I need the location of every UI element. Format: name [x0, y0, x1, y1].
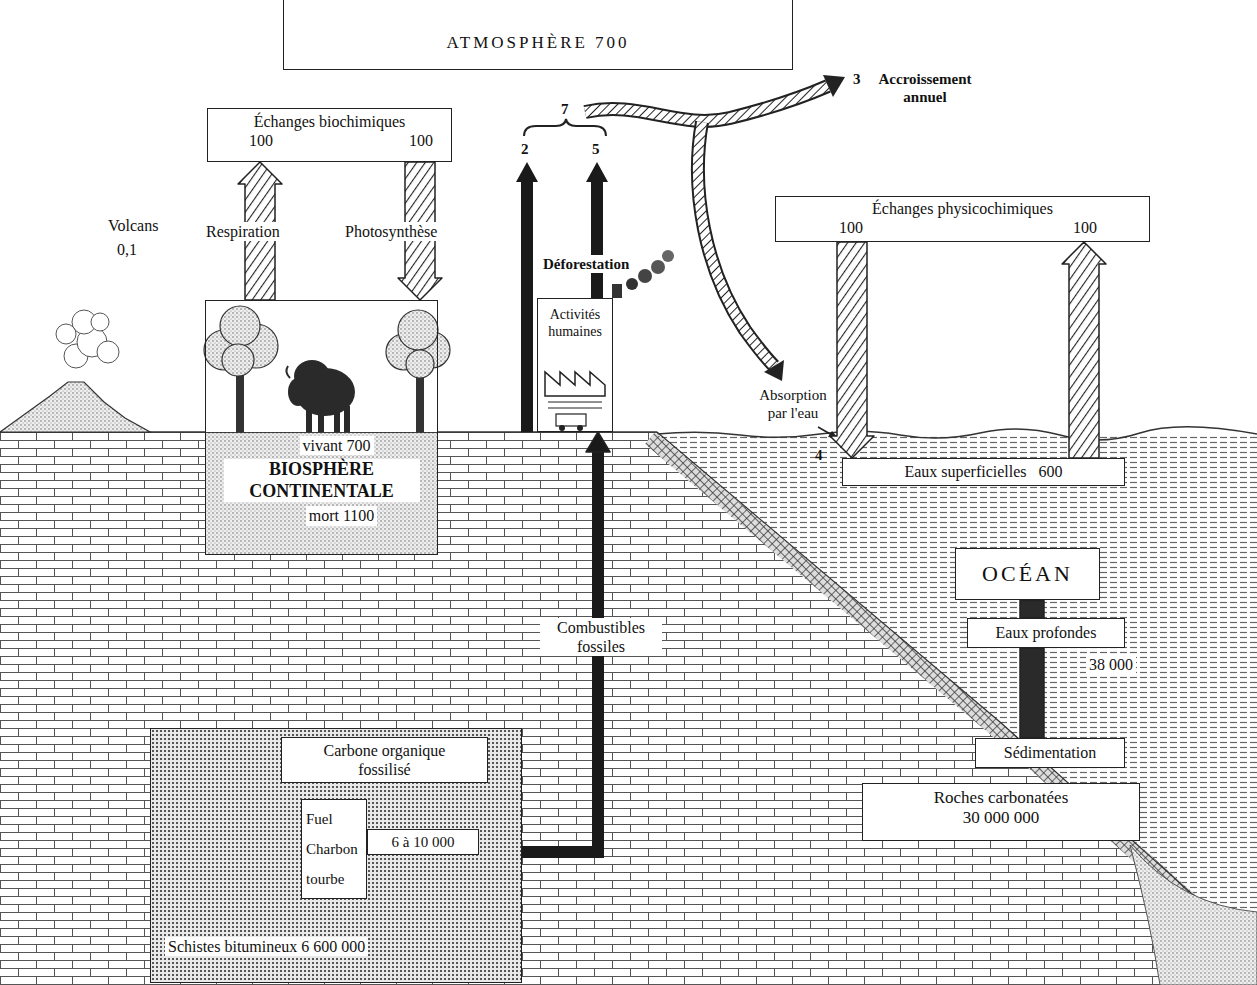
arrow-shape: [1020, 600, 1044, 618]
fossil-reservoir: Schistes bitumineux 6 600 000 Carbone org…: [150, 728, 522, 983]
atmosphere-box: ATMOSPHÈRE 700: [283, 0, 793, 70]
text-row: BIOSPHÈRE CONTINENTALE: [214, 459, 429, 502]
biosphere-soil: [206, 433, 437, 554]
water-surface: [657, 427, 1257, 440]
node-text: BIOSPHÈRE CONTINENTALE: [224, 459, 420, 502]
edge-label: Respiration: [203, 222, 283, 241]
node-text: 100: [409, 131, 433, 150]
text-row: Roches carbonatées: [867, 788, 1135, 808]
edge-label: Photosynthèse: [342, 222, 440, 241]
text-row: 100 100: [780, 218, 1145, 237]
text-row: Eaux superficielles 600: [849, 462, 1118, 481]
text-row: 100 100: [212, 131, 447, 150]
absorption-band: [698, 122, 784, 381]
node-text: Échanges physicochimiques: [872, 199, 1053, 218]
tree: [386, 310, 450, 432]
node-text: 100: [249, 131, 273, 150]
exchange-box: Échanges biochimiques100 100: [207, 108, 452, 162]
node-text: mort 1100: [306, 506, 378, 525]
flux-label: Déforestation: [540, 255, 632, 273]
node-text: Carbone organique fossilisé: [310, 741, 460, 779]
text-row: Eaux profondes: [972, 623, 1120, 642]
fuel-box: Fuel Charbon tourbe: [301, 799, 367, 899]
node-text: Eaux profondes: [996, 623, 1097, 642]
node-text: vivant 700: [300, 436, 374, 455]
text-row: Fuel Charbon tourbe: [306, 804, 362, 894]
node-text: 38 000: [1086, 655, 1136, 674]
text-row: Sédimentation: [980, 743, 1120, 762]
process-box: Sédimentation: [975, 738, 1125, 768]
emission-arrow: [586, 162, 608, 298]
reservoir-box: Eaux superficielles 600: [842, 458, 1125, 486]
annual-increase-band: [585, 75, 845, 121]
arrow-shape: [830, 242, 874, 458]
reservoir-box: Roches carbonatées30 000 000: [862, 783, 1140, 841]
node-text: 6 à 10 000: [392, 833, 455, 851]
sediment-wedge: [1130, 845, 1257, 985]
deforestation-arrow: [516, 162, 538, 432]
value-label: 0,1: [117, 240, 137, 259]
text-row: Carbone organique fossilisé: [290, 741, 479, 779]
text-row: 30 000 000: [867, 808, 1135, 828]
biosphere-sky: [206, 301, 437, 432]
tree: [204, 306, 278, 432]
text-row: vivant 700: [214, 436, 429, 455]
arrow-shape: [1062, 242, 1106, 458]
factory-box: Activités humaines: [537, 298, 613, 432]
node-text: Sédimentation: [1004, 743, 1096, 762]
node-text: Fuel Charbon tourbe: [306, 804, 362, 894]
reservoir-box: Eaux profondes38 000: [967, 618, 1125, 648]
flux-label: Absorption par l'eau: [752, 386, 834, 422]
exchange-box: Échanges physicochimiques 100 100: [775, 196, 1150, 242]
flux-bar: [1020, 648, 1044, 738]
text-row: 6 à 10 000: [371, 833, 475, 851]
reservoir-box: OCÉAN: [955, 548, 1100, 600]
callout-number: 7: [561, 100, 569, 118]
slope-line: [657, 432, 1257, 952]
limestone-ground: [0, 432, 1257, 985]
bison: [286, 360, 355, 432]
node-text: Eaux superficielles: [904, 462, 1026, 481]
bracket: [524, 119, 606, 136]
callout-number: 5: [592, 140, 600, 158]
flux-bar: [1020, 600, 1044, 618]
callout-number: 3: [853, 70, 861, 88]
text-row: OCÉAN: [960, 561, 1095, 587]
node-text: ATMOSPHÈRE 700: [446, 33, 629, 53]
title-box: Carbone organique fossilisé: [281, 737, 488, 783]
node-text: 30 000 000: [963, 808, 1040, 828]
node-text: Schistes bitumineux 6 600 000: [165, 937, 368, 956]
node-text: 100: [839, 218, 863, 237]
callout-number: 2: [521, 140, 529, 158]
arrow-shape: [586, 432, 610, 452]
value-box: 6 à 10 000: [367, 829, 479, 855]
arrow-shape: [1020, 648, 1044, 738]
flux-label: Accroissement annuel: [866, 70, 984, 106]
text-row: mort 1100: [214, 506, 429, 525]
node-text: 100: [1073, 218, 1097, 237]
node-text: Activités humaines: [540, 307, 610, 341]
node-text: OCÉAN: [982, 561, 1073, 587]
flux-arrow: [1062, 242, 1106, 458]
flux-arrow: [830, 242, 874, 458]
node-text: Roches carbonatées: [934, 788, 1069, 808]
source-label: Volcans: [108, 216, 158, 235]
text-row: Activités humaines: [540, 307, 610, 341]
node-text: 600: [1039, 462, 1063, 481]
text-row: Échanges physicochimiques: [780, 199, 1145, 218]
callout-number: 4: [815, 446, 823, 464]
absorption-pointer: [818, 427, 832, 435]
text-row: Échanges biochimiques: [212, 112, 447, 131]
volcano: [0, 310, 150, 432]
text-row: ATMOSPHÈRE 700: [292, 33, 784, 53]
reservoir-box: vivant 700BIOSPHÈRE CONTINENTALE mort 110…: [205, 300, 438, 555]
node-text: Échanges biochimiques: [254, 112, 406, 131]
edge-label: Combustibles fossiles: [540, 618, 662, 656]
